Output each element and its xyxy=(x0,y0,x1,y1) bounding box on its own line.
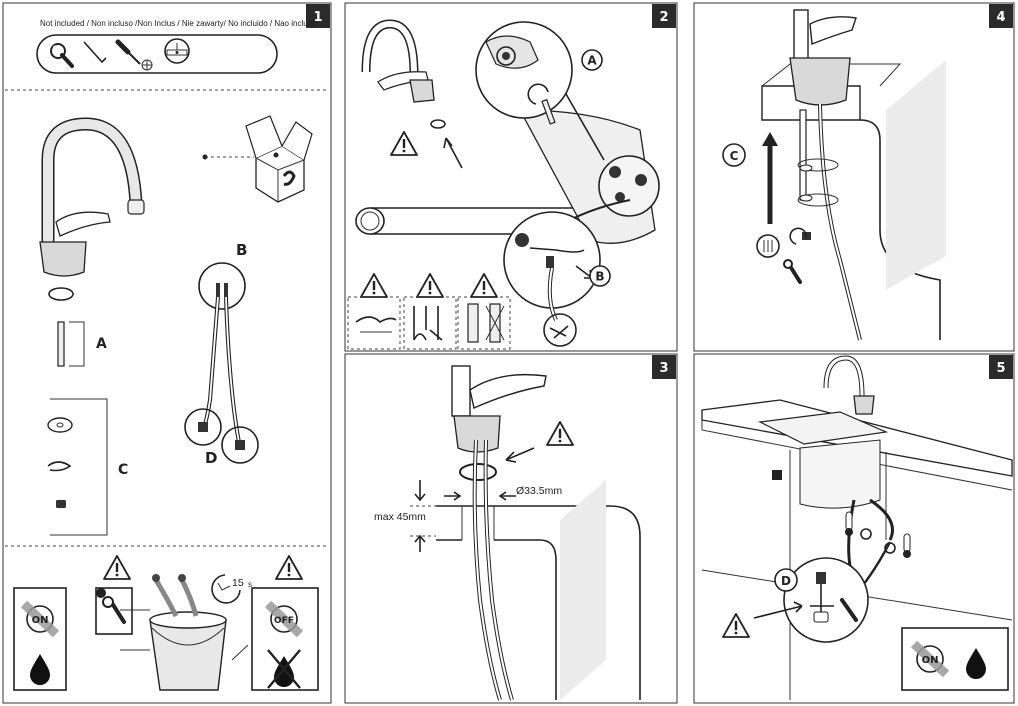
part-b-hoses: B D xyxy=(184,241,259,467)
timer-unit: s xyxy=(248,580,252,589)
callout-c-label: C xyxy=(730,149,739,163)
step-number-5: 5 xyxy=(996,361,1005,376)
timer-icon: 15 s xyxy=(211,574,252,604)
thermometer-icon xyxy=(845,511,853,536)
part-b-label: B xyxy=(236,241,247,259)
screwdriver-icon xyxy=(115,39,153,71)
valve-off-label: OFF xyxy=(274,616,294,626)
warning-icon xyxy=(103,555,131,580)
bucket-icon xyxy=(120,574,249,691)
panel-step-4: 4 C xyxy=(693,2,1015,352)
valve-on-frame xyxy=(13,587,67,691)
callout-d-label: D xyxy=(781,574,791,588)
valve-on-label: ON xyxy=(32,615,49,626)
timer-value: 15 xyxy=(232,577,244,589)
hole-diameter-label: Ø33.5mm xyxy=(516,485,562,497)
callout-c: C xyxy=(722,132,807,284)
valve-on-box: ON xyxy=(901,627,1009,691)
drop-icon xyxy=(30,654,50,685)
mixer-body-section xyxy=(355,109,660,244)
drop-icon xyxy=(966,648,986,679)
box-icon xyxy=(202,115,313,203)
panel-step-5: 5 xyxy=(693,353,1015,704)
step-number-3: 3 xyxy=(659,361,668,376)
panel-step-3: 3 max 45mm Ø3 xyxy=(344,353,678,704)
dimensions: max 45mm Ø33.5mm xyxy=(374,480,562,552)
wrench-icon xyxy=(50,43,74,68)
spirit-level-icon xyxy=(164,38,190,64)
callout-b-label: B xyxy=(595,270,604,284)
max-height-label: max 45mm xyxy=(374,511,426,523)
faucet-base xyxy=(451,365,574,481)
thermometer-icon xyxy=(903,533,911,558)
under-sink-section xyxy=(761,9,946,341)
tools-frame xyxy=(36,34,278,74)
allen-key-icon xyxy=(83,41,107,64)
callout-d: D xyxy=(722,557,869,643)
step-badge-4 xyxy=(989,4,1013,28)
step-badge-3 xyxy=(652,355,676,379)
valve-off-frame xyxy=(251,587,319,691)
warning-icon xyxy=(416,273,444,298)
faucet-drawing xyxy=(39,117,145,301)
step-number-4: 4 xyxy=(996,10,1005,25)
not-included-text: Not included / Non incluso /Non Inclus /… xyxy=(40,19,319,28)
warning-group xyxy=(347,273,511,350)
step-badge-2 xyxy=(652,4,676,28)
countertop-section xyxy=(436,439,641,701)
faucet-top-view xyxy=(361,19,463,169)
part-d-label: D xyxy=(205,449,217,467)
warning-icon xyxy=(546,421,574,446)
step-badge-5 xyxy=(989,355,1013,379)
valve-on-label-step5: ON xyxy=(922,655,939,666)
panel-step-2: 2 A xyxy=(344,2,678,352)
step-number-2: 2 xyxy=(659,10,668,25)
warning-icon xyxy=(360,273,388,298)
warning-icon xyxy=(470,273,498,298)
part-a-label: A xyxy=(96,336,107,352)
warning-icon xyxy=(390,131,418,156)
wrench-frame xyxy=(95,587,133,635)
warning-icon xyxy=(275,555,303,580)
flush-section: ON 15 s xyxy=(13,555,319,691)
kitchen-sink-view xyxy=(701,355,1013,700)
part-c-label: C xyxy=(118,462,128,478)
callout-a: A xyxy=(475,21,605,161)
callout-a-label: A xyxy=(587,54,597,68)
warning-icon xyxy=(722,613,750,638)
o-ring xyxy=(48,287,74,301)
callout-b: B xyxy=(503,199,631,347)
part-a-stud: A xyxy=(57,321,107,367)
step-badge-1 xyxy=(306,4,330,28)
part-c-fixings: C xyxy=(47,398,128,536)
step-number-1: 1 xyxy=(313,10,322,25)
panel-step-1: 1 Not included / Non incluso /Non Inclus… xyxy=(2,2,332,704)
